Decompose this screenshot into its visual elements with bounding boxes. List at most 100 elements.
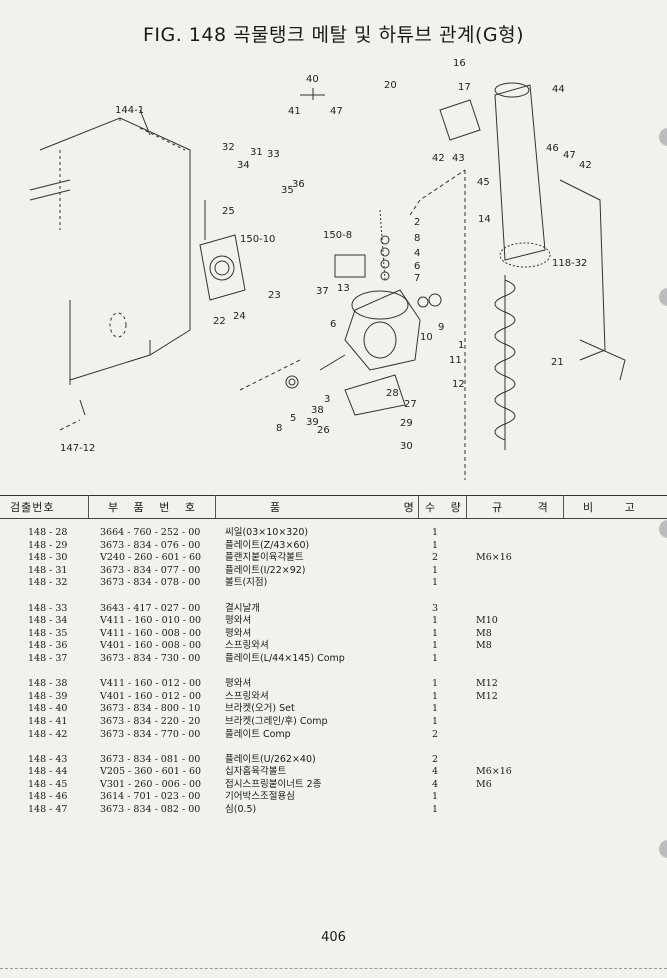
cell-quantity: 1 bbox=[432, 652, 439, 664]
callout-label: 39 bbox=[306, 417, 319, 428]
callout-label: 16 bbox=[453, 58, 466, 69]
cell-quantity: 1 bbox=[432, 703, 439, 715]
cell-part-number: 3664 - 760 - 252 - 00 bbox=[100, 527, 201, 538]
cell-part-name: 십자홈육각볼트 bbox=[225, 766, 287, 778]
cell-part-number: 3673 - 834 - 220 - 20 bbox=[100, 715, 201, 727]
callout-label: 7 bbox=[414, 273, 420, 284]
cell-part-number: 3673 - 834 - 082 - 00 bbox=[100, 804, 201, 816]
page-edge bbox=[0, 968, 667, 969]
callout-label: 23 bbox=[268, 290, 281, 301]
cell-part-number: 3614 - 701 - 023 - 00 bbox=[100, 791, 201, 803]
header-number: 검출번호 bbox=[10, 501, 55, 514]
cell-quantity: 1 bbox=[432, 678, 439, 690]
figure-title: FIG. 148 곡물탱크 메탈 및 하튜브 관계(G형) bbox=[142, 24, 525, 46]
callout-label: 28 bbox=[386, 388, 399, 399]
cell-part-number: 3673 - 834 - 076 - 00 bbox=[100, 539, 201, 551]
cell-part-number: 3673 - 834 - 730 - 00 bbox=[100, 652, 201, 664]
cell-part-name: 플레이트(I/22×92) bbox=[225, 564, 306, 576]
cell-part-name: 플랜지붙이육각볼트 bbox=[225, 552, 304, 564]
callout-label: 6 bbox=[330, 319, 336, 330]
callout-label: 5 bbox=[290, 413, 296, 424]
cell-part-name: 스프링와셔 bbox=[225, 640, 269, 652]
cell-part-number: V401 - 160 - 008 - 00 bbox=[100, 640, 202, 652]
cell-part-name: 볼트(지점) bbox=[225, 577, 268, 589]
cell-quantity: 1 bbox=[432, 627, 439, 639]
header-spec: 규 격 bbox=[492, 501, 564, 514]
cell-part-number: 3673 - 834 - 077 - 00 bbox=[100, 564, 201, 576]
callout-label: 34 bbox=[237, 160, 250, 171]
cell-part-name: 씨일(03×10×320) bbox=[225, 527, 309, 538]
flange-plate bbox=[199, 234, 246, 301]
cell-part-name: 결시날개 bbox=[225, 602, 260, 614]
cell-part-name: 브라켓(그레인/후) Comp bbox=[225, 715, 328, 727]
cell-number: 148 - 32 bbox=[28, 577, 68, 589]
cell-part-name: 평와셔 bbox=[225, 615, 252, 627]
cell-quantity: 1 bbox=[432, 577, 439, 589]
callout-label: 46 bbox=[546, 143, 559, 154]
cell-number: 148 - 40 bbox=[28, 703, 68, 715]
cell-number: 148 - 39 bbox=[28, 690, 68, 702]
cell-part-number: V205 - 360 - 601 - 60 bbox=[100, 766, 202, 778]
cell-quantity: 2 bbox=[432, 552, 439, 564]
cell-part-name: 접시스프링붙이너트 2종 bbox=[225, 778, 322, 790]
callout-label: 26 bbox=[317, 425, 330, 436]
cell-quantity: 2 bbox=[432, 728, 439, 740]
callout-label: 11 bbox=[449, 355, 462, 366]
cell-spec: M6×16 bbox=[476, 552, 512, 564]
cell-number: 148 - 45 bbox=[28, 778, 68, 790]
cell-quantity: 1 bbox=[432, 615, 439, 627]
cell-number: 148 - 37 bbox=[28, 652, 68, 664]
cell-number: 148 - 42 bbox=[28, 728, 68, 740]
cell-quantity: 3 bbox=[432, 602, 439, 614]
cell-number: 148 - 34 bbox=[28, 615, 68, 627]
callout-label: 13 bbox=[337, 283, 350, 294]
vertical-pipe bbox=[494, 84, 546, 261]
cell-spec: M6×16 bbox=[476, 766, 512, 778]
callout-label: 8 bbox=[414, 233, 420, 244]
cell-spec: M10 bbox=[476, 615, 498, 627]
cell-number: 148 - 47 bbox=[28, 804, 68, 816]
cell-spec: M12 bbox=[476, 690, 498, 702]
binder-hole bbox=[659, 520, 667, 538]
binder-hole bbox=[659, 840, 667, 858]
cell-part-number: V240 - 260 - 601 - 60 bbox=[100, 552, 202, 564]
callout-label: 42 bbox=[579, 160, 592, 171]
cell-quantity: 1 bbox=[432, 715, 439, 727]
table-header-rule bbox=[0, 518, 667, 519]
cell-part-number: 3643 - 417 - 027 - 00 bbox=[100, 602, 201, 614]
cell-quantity: 4 bbox=[432, 766, 439, 778]
cell-quantity: 1 bbox=[432, 640, 439, 652]
cell-number: 148 - 30 bbox=[28, 552, 68, 564]
column-divider bbox=[563, 495, 564, 518]
exploded-parts-diagram: 16 40 20 17 44 41 47 144-1 42 43 32 31 3… bbox=[29, 58, 626, 480]
cell-spec: M8 bbox=[476, 640, 492, 652]
cell-quantity: 1 bbox=[432, 804, 439, 816]
cell-quantity: 2 bbox=[432, 753, 439, 765]
cell-part-name: 심(0.5) bbox=[225, 804, 257, 816]
callout-label: 21 bbox=[551, 357, 564, 368]
cell-part-number: 3673 - 834 - 081 - 00 bbox=[100, 753, 201, 765]
cell-quantity: 1 bbox=[432, 690, 439, 702]
callout-label: 1 bbox=[458, 340, 464, 351]
page-number: 406 bbox=[321, 930, 346, 945]
binder-hole bbox=[659, 128, 667, 146]
callout-label: 29 bbox=[400, 418, 413, 429]
header-part-name: 품 명 bbox=[270, 501, 474, 514]
column-divider bbox=[88, 495, 89, 518]
cell-number: 148 - 28 bbox=[28, 527, 68, 538]
cell-number: 148 - 38 bbox=[28, 678, 68, 690]
cell-number: 148 - 43 bbox=[28, 753, 68, 765]
callout-label: 40 bbox=[306, 74, 319, 85]
cell-part-name: 브라켓(오거) Set bbox=[225, 703, 295, 715]
column-divider bbox=[215, 495, 216, 518]
cell-part-name: 평와셔 bbox=[225, 678, 252, 690]
callout-label: 118-32 bbox=[552, 258, 587, 269]
header-quantity: 수 량 bbox=[425, 501, 467, 514]
